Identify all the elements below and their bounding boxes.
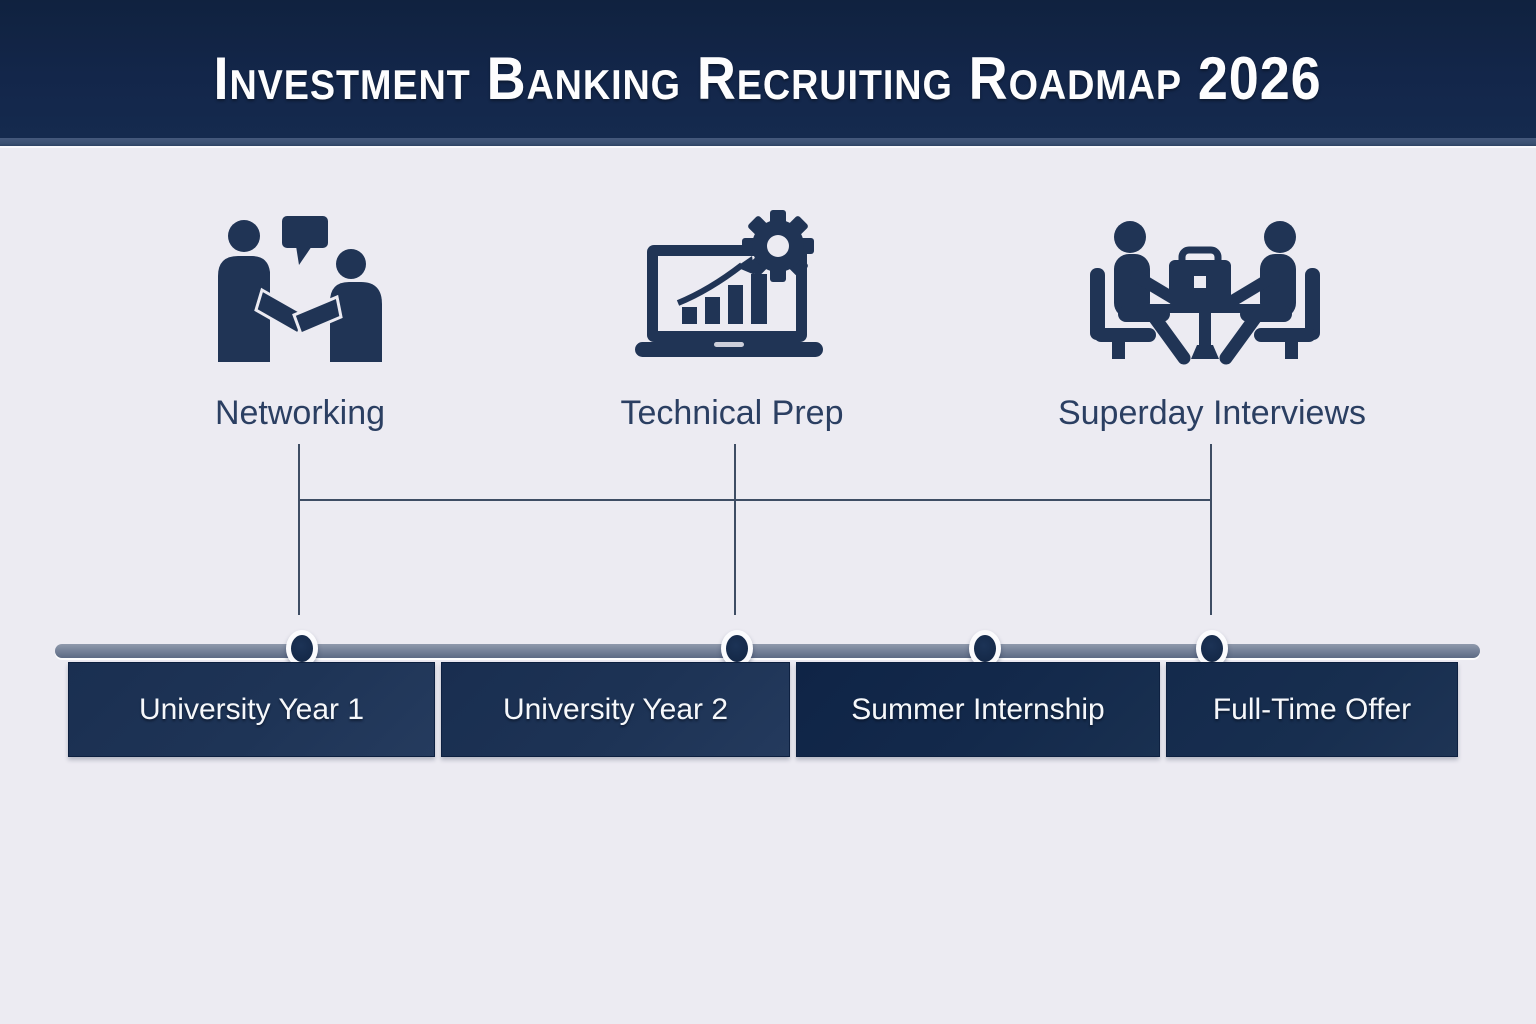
timeline-bar <box>55 644 1480 658</box>
connector-vline-superday <box>1210 444 1212 615</box>
milestone-label-technical-prep: Technical Prep <box>620 394 844 432</box>
stage-box-full-time-offer: Full-Time Offer <box>1166 662 1458 757</box>
connector-vline-technical-prep <box>734 444 736 615</box>
stage-label: University Year 1 <box>138 692 365 726</box>
stage-label: Full-Time Offer <box>1212 692 1412 726</box>
header-accent-strip <box>0 138 1536 148</box>
interview-table-icon <box>1090 221 1320 365</box>
stage-box-university-year-1: University Year 1 <box>68 662 435 757</box>
connector-hline <box>299 499 1211 501</box>
connector-vline-networking <box>298 444 300 615</box>
milestone-label-superday-interviews: Superday Interviews <box>1057 394 1367 432</box>
page-title: Investment Banking Recruiting Roadmap 20… <box>213 44 1323 112</box>
handshake-chat-icon <box>218 216 382 362</box>
stage-label: University Year 2 <box>502 692 729 726</box>
header-bar: Investment Banking Recruiting Roadmap 20… <box>0 0 1536 138</box>
stage-box-university-year-2: University Year 2 <box>441 662 790 757</box>
milestone-label-networking: Networking <box>214 394 386 432</box>
stage-label: Summer Internship <box>851 692 1105 726</box>
laptop-chart-gear-icon <box>635 210 823 357</box>
stage-box-summer-internship: Summer Internship <box>796 662 1160 757</box>
